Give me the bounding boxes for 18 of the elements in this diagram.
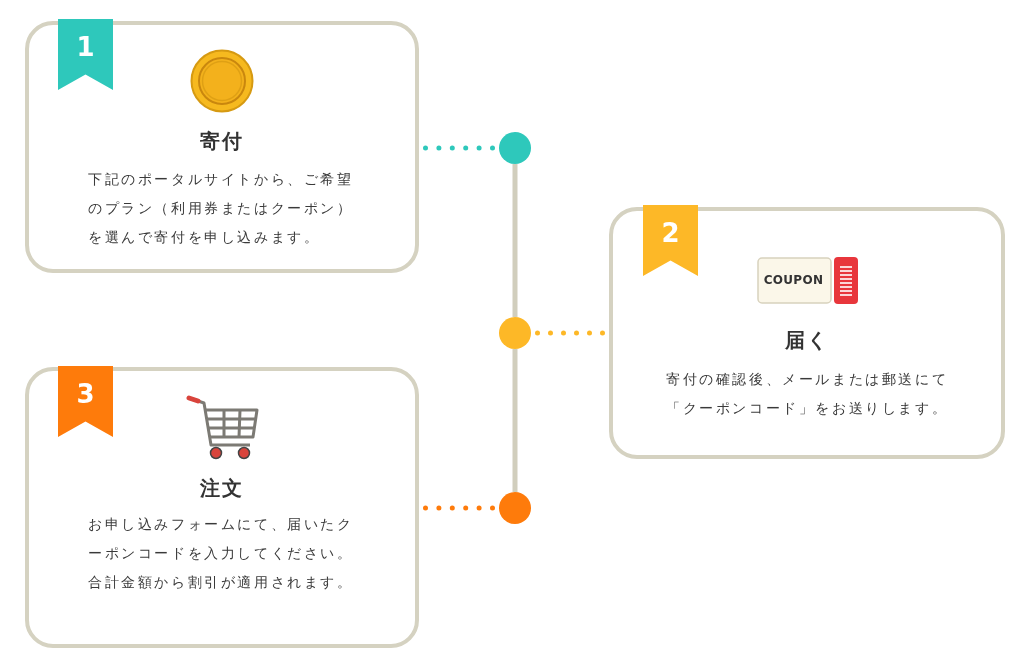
step-description: 下記のポータルサイトから、ご希望のプラン（利用券またはクーポン）を選んで寄付を申し込みます。 — [88, 170, 355, 247]
step-card — [25, 21, 419, 273]
step-description: お申し込みフォームにて、届いたクーポンコードを入力してください。合計金額から割引が適用されます。 — [88, 515, 355, 592]
coupon-ticket: COUPON — [757, 257, 858, 304]
timeline-dot — [499, 317, 531, 349]
step-number-ribbon: 2 — [643, 205, 698, 276]
step-number-ribbon: 3 — [58, 366, 113, 437]
timeline-line — [512, 164, 518, 317]
step-card — [609, 207, 1005, 459]
timeline-line — [512, 349, 518, 492]
step-description: 寄付の確認後、メールまたは郵送にて「クーポンコード」をお送りします。 — [666, 370, 950, 418]
step-title: 届く — [785, 327, 829, 354]
timeline-dot — [499, 132, 531, 164]
step-card — [25, 367, 419, 648]
timeline-dot — [499, 492, 531, 524]
step-title: 寄付 — [200, 128, 244, 155]
step-number-ribbon: 1 — [58, 19, 113, 90]
step-title: 注文 — [200, 475, 244, 502]
